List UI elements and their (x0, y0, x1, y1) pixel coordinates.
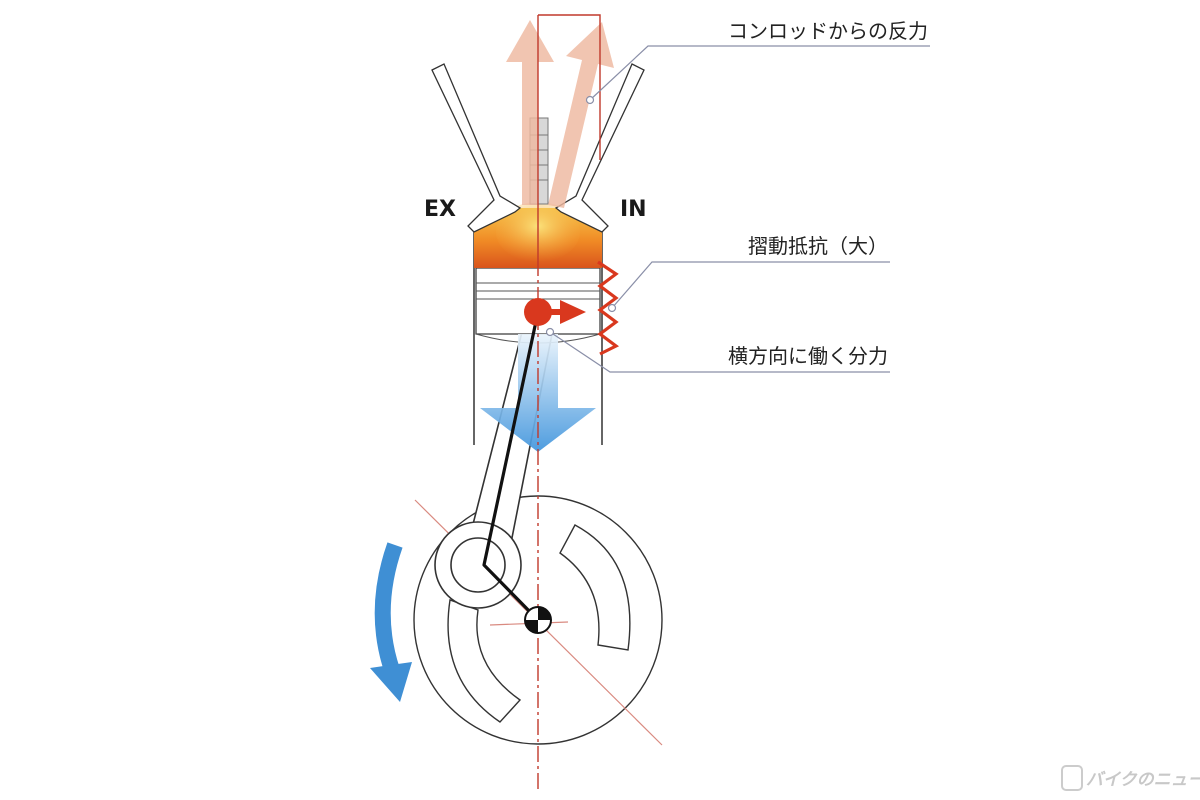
leader-conrod-reaction (589, 45, 930, 101)
crank-center-marker (524, 606, 552, 634)
watermark-logo-icon (1061, 765, 1083, 791)
label-sliding-resistance: 摺動抵抗（大） (748, 234, 888, 258)
rotation-arrow (370, 542, 412, 702)
watermark-text: バイクのニュース (1086, 770, 1200, 790)
reaction-arrow-vertical (506, 20, 554, 205)
leader-dots (545, 95, 617, 337)
friction-zigzag (597, 260, 620, 356)
cylinder-centerline (537, 14, 601, 790)
exhaust-valve (431, 63, 522, 233)
label-conrod-reaction: コンロッドからの反力 (728, 19, 928, 43)
load-arrow-down (480, 334, 596, 452)
lateral-force-arrowhead (560, 300, 586, 324)
watermark: バイクのニュース (1061, 765, 1200, 791)
label-exhaust: EX (424, 197, 456, 222)
lateral-force-group (524, 298, 586, 326)
label-intake: IN (620, 197, 647, 222)
leader-lateral-component (549, 331, 890, 373)
reaction-arrow-angled (548, 22, 614, 208)
wrist-pin (524, 298, 552, 326)
label-lateral-component: 横方向に働く分力 (728, 344, 888, 368)
leader-lines (549, 45, 930, 373)
conrod-centerline (482, 311, 540, 622)
leader-sliding-resistance (611, 261, 890, 309)
conrod-reaction-arrows (506, 20, 614, 208)
